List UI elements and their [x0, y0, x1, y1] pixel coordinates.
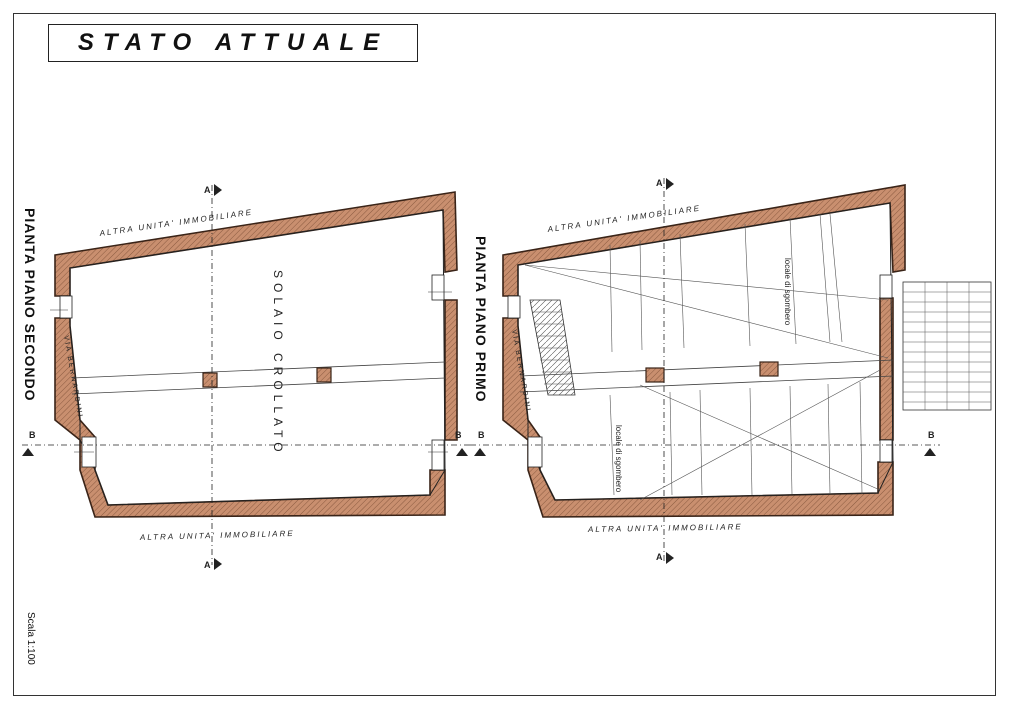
- section-marker-a: A: [656, 178, 663, 188]
- section-marker-a: A: [204, 560, 211, 570]
- section-marker-b: B: [478, 430, 485, 440]
- section-marker-b: B: [29, 430, 36, 440]
- staircase: [529, 299, 576, 396]
- room-label-upper: locale di sgombero: [783, 258, 792, 326]
- second-floor-plan: [22, 184, 470, 570]
- title-box: STATO ATTUALE: [48, 24, 418, 62]
- sheet-border: [13, 13, 996, 696]
- pillar: [316, 367, 332, 383]
- pillar: [759, 361, 779, 377]
- pillar: [645, 367, 665, 383]
- section-marker-b: B: [455, 430, 462, 440]
- section-marker-b: B: [928, 430, 935, 440]
- sheet-title: STATO ATTUALE: [77, 29, 389, 56]
- first-floor-plan: [470, 178, 992, 564]
- room-label-lower: locale di sgombero: [614, 425, 623, 493]
- collapsed-floor-label: SOLAIO CROLLATO: [271, 270, 285, 457]
- section-marker-a: A: [656, 552, 663, 562]
- section-marker-a: A: [204, 185, 211, 195]
- first-floor-bottom-neighbor: ALTRA UNITA' IMMOBILIARE: [587, 522, 743, 534]
- pillar: [202, 372, 218, 388]
- second-floor-walls: [54, 191, 458, 518]
- balcony: [902, 281, 992, 411]
- second-floor-bottom-neighbor: ALTRA UNITA' IMMOBILIARE: [139, 529, 295, 542]
